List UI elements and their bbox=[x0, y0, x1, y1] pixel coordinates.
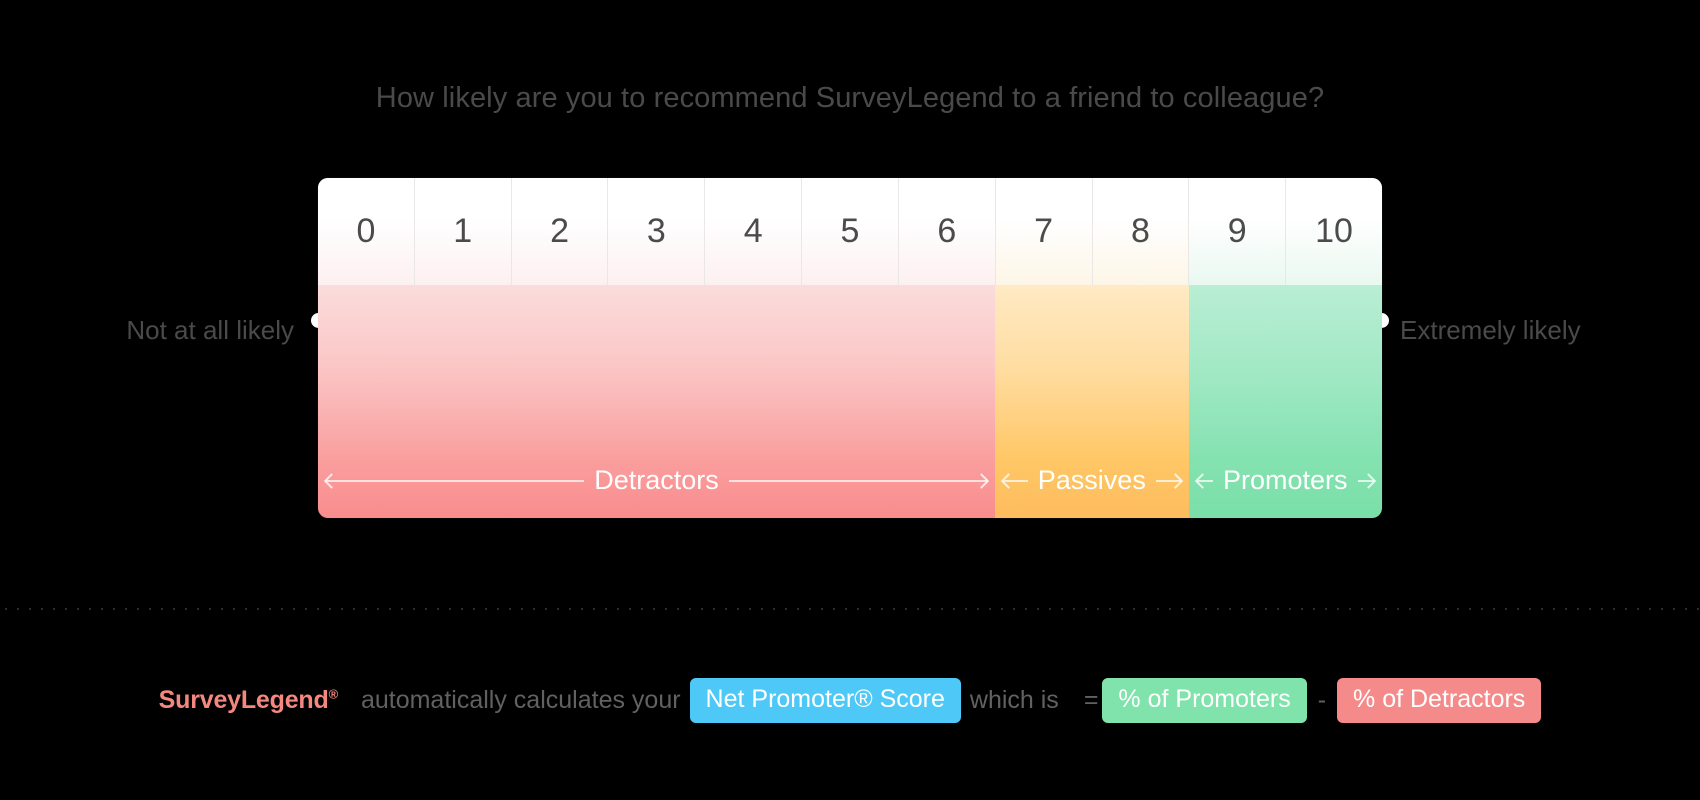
scale-option-3[interactable]: 3 bbox=[608, 178, 706, 285]
scale-option-10[interactable]: 10 bbox=[1286, 178, 1382, 285]
band-detractors-label: Detractors bbox=[594, 465, 719, 495]
band-promoters: Promoters bbox=[1188, 285, 1382, 518]
scale-option-2[interactable]: 2 bbox=[511, 178, 609, 285]
nps-scale-widget[interactable]: 0 1 2 3 4 5 6 7 8 9 10 Detractors bbox=[318, 178, 1382, 518]
nps-category-bands: Detractors Passives Promoters bbox=[318, 285, 1382, 518]
badge-percent-detractors: % of Detractors bbox=[1337, 678, 1542, 723]
formula-equals-sign: = bbox=[1083, 686, 1099, 714]
band-promoters-label: Promoters bbox=[1222, 465, 1348, 495]
badge-net-promoter-score: Net Promoter® Score bbox=[689, 678, 961, 723]
band-passives-label-row: Passives bbox=[1003, 465, 1181, 495]
band-detractors: Detractors bbox=[318, 285, 996, 518]
nps-formula-footer: SurveyLegend® automatically calculates y… bbox=[0, 678, 1700, 723]
band-detractors-label-row: Detractors bbox=[326, 465, 988, 495]
brand-name: SurveyLegend bbox=[158, 686, 329, 714]
nps-number-strip: 0 1 2 3 4 5 6 7 8 9 10 bbox=[318, 178, 1382, 285]
arrow-left-icon bbox=[326, 479, 585, 482]
page-title: How likely are you to recommend SurveyLe… bbox=[375, 82, 1325, 114]
arrow-left-icon bbox=[1196, 479, 1213, 482]
scale-left-label: Not at all likely bbox=[126, 315, 294, 345]
band-promoters-label-row: Promoters bbox=[1196, 465, 1374, 495]
band-passives: Passives bbox=[995, 285, 1189, 518]
badge-percent-promoters: % of Promoters bbox=[1102, 678, 1307, 723]
scale-option-5[interactable]: 5 bbox=[802, 178, 899, 285]
band-passives-label: Passives bbox=[1037, 465, 1146, 495]
registered-mark: ® bbox=[328, 686, 339, 702]
scale-option-7[interactable]: 7 bbox=[995, 178, 1093, 285]
scale-option-8[interactable]: 8 bbox=[1092, 178, 1190, 285]
surveylegend-logo: SurveyLegend® bbox=[159, 686, 338, 715]
scale-right-label: Extremely likely bbox=[1400, 315, 1581, 345]
formula-minus-sign: - bbox=[1317, 686, 1327, 714]
scale-option-4[interactable]: 4 bbox=[705, 178, 803, 285]
arrow-left-icon bbox=[1003, 479, 1028, 482]
arrow-right-icon bbox=[1357, 479, 1374, 482]
arrow-right-icon bbox=[1155, 479, 1181, 482]
arrow-right-icon bbox=[728, 479, 988, 482]
formula-lead-text: automatically calculates your bbox=[360, 686, 681, 714]
scale-option-6[interactable]: 6 bbox=[898, 178, 996, 285]
scale-option-1[interactable]: 1 bbox=[414, 178, 512, 285]
formula-which-is-text: which is bbox=[969, 686, 1059, 714]
section-divider bbox=[0, 608, 1700, 610]
scale-option-9[interactable]: 9 bbox=[1189, 178, 1287, 285]
scale-option-0[interactable]: 0 bbox=[318, 178, 415, 285]
